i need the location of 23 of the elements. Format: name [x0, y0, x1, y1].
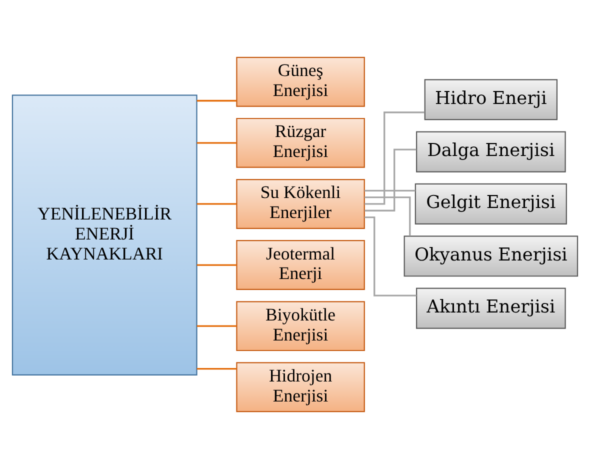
node-box: Hidrojen Enerjisi: [236, 362, 365, 412]
connector: [196, 264, 236, 266]
connector: [196, 142, 236, 144]
node-box: YENİLENEBİLİR ENERJİ KAYNAKLARI: [12, 94, 198, 376]
connector: [196, 368, 236, 370]
connector: [196, 100, 236, 102]
node-box: Gelgit Enerjisi: [414, 183, 567, 225]
connector: [364, 112, 425, 205]
connector: [364, 148, 416, 212]
node-box: Okyanus Enerjisi: [404, 236, 578, 277]
connector: [364, 216, 416, 296]
node-box: Akıntı Enerjisi: [416, 288, 566, 329]
connector: [364, 190, 416, 192]
node-box: Su Kökenli Enerjiler: [236, 179, 365, 229]
node-box: Güneş Enerjisi: [236, 56, 365, 107]
node-box: Jeotermal Enerji: [236, 240, 365, 290]
node-box: Hidro Enerji: [424, 79, 558, 120]
node-box: Biyokütle Enerjisi: [236, 301, 365, 352]
connector: [196, 203, 236, 205]
node-box: Rüzgar Enerjisi: [236, 118, 365, 168]
node-box: Dalga Enerjisi: [416, 131, 566, 172]
connector: [364, 196, 411, 236]
connector: [196, 325, 236, 327]
